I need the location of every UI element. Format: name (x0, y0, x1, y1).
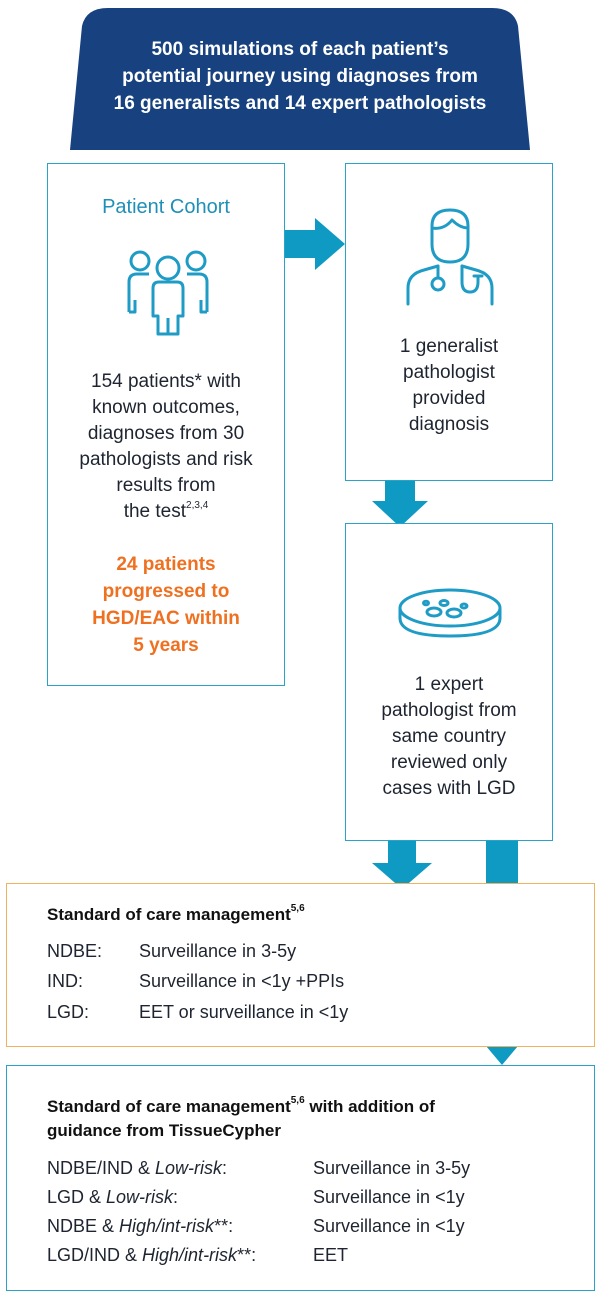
soc-row-label: IND: (47, 971, 83, 991)
label-post: : (222, 1158, 228, 1178)
header-line-2: potential journey using diagnoses from (122, 66, 478, 87)
tc-row-label: NDBE/IND & Low-risk: (47, 1158, 227, 1179)
cohort-desc-test: the test (123, 501, 187, 522)
cohort-title: Patient Cohort (102, 196, 230, 218)
soc-refs: 5,6 (290, 903, 305, 915)
cohort-description: 154 patients* with known outcomes, diagn… (48, 369, 284, 525)
tc-row-label: LGD & Low-risk: (47, 1187, 178, 1208)
label-pre: NDBE & (47, 1216, 120, 1236)
label-risk: Low-risk (155, 1158, 223, 1178)
tc-row-value: Surveillance in <1y (313, 1187, 465, 1207)
arrow-down (372, 841, 432, 889)
tc-refs: 5,6 (290, 1095, 305, 1107)
label-risk: Low-risk (106, 1187, 174, 1207)
soc-row-value: Surveillance in 3-5y (139, 941, 297, 961)
soc-row-value: EET or surveillance in <1y (139, 1002, 349, 1022)
tissuecypher-guidance-box: Standard of care management5,6 with addi… (6, 1065, 595, 1291)
standard-of-care-box: Standard of care management5,6 NDBE: Sur… (6, 883, 595, 1047)
cohort-desc-last: the test2,3,4 (48, 499, 284, 525)
generalist-line: diagnosis (408, 414, 490, 435)
cohort-desc-line: known outcomes, (92, 397, 240, 418)
expert-line: same country (391, 726, 507, 747)
header-title: 500 simulations of each patient’s potent… (90, 36, 510, 117)
generalist-line: provided (412, 388, 486, 409)
arrow-down (372, 481, 428, 527)
patient-cohort-box: Patient Cohort 154 patients* with known … (47, 163, 285, 686)
cohort-progression: 24 patients progressed to HGD/EAC within… (48, 551, 284, 659)
label-post: **: (237, 1245, 257, 1265)
expert-line: 1 expert (414, 674, 484, 695)
tc-title: Standard of care management5,6 with addi… (47, 1095, 435, 1117)
expert-box: 1 expert pathologist from same country r… (345, 523, 553, 841)
cohort-desc-line: pathologists and risk (79, 449, 253, 470)
cohort-refs: 2,3,4 (186, 499, 209, 511)
expert-line: pathologist from (381, 700, 517, 721)
progress-line: progressed to (102, 581, 230, 602)
tc-row-value: Surveillance in <1y (313, 1216, 465, 1236)
petri-dish-icon (398, 588, 502, 638)
generalist-text: 1 generalist pathologist provided diagno… (346, 334, 552, 438)
arrow-right (285, 218, 345, 270)
header-banner (70, 8, 530, 150)
expert-line: reviewed only (390, 752, 508, 773)
label-post: **: (214, 1216, 234, 1236)
generalist-line: pathologist (403, 362, 495, 383)
label-risk: High/int-risk (119, 1216, 215, 1236)
expert-text: 1 expert pathologist from same country r… (346, 672, 552, 802)
generalist-box: 1 generalist pathologist provided diagno… (345, 163, 553, 481)
tc-title-b: with addition of (304, 1097, 435, 1116)
label-pre: NDBE/IND & (47, 1158, 156, 1178)
progress-line: 5 years (133, 635, 199, 656)
label-pre: LGD/IND & (47, 1245, 143, 1265)
cohort-desc-line: results from (116, 475, 216, 496)
tc-row-value: Surveillance in 3-5y (313, 1158, 471, 1178)
soc-row-value: Surveillance in <1y +PPIs (139, 971, 345, 991)
tc-title-a: Standard of care management (47, 1097, 291, 1116)
soc-row-label: LGD: (47, 1002, 90, 1022)
header-line-1: 500 simulations of each patient’s (151, 39, 449, 60)
generalist-line: 1 generalist (399, 336, 499, 357)
cohort-desc-line: diagnoses from 30 (87, 423, 245, 444)
progress-line: 24 patients (116, 554, 216, 575)
soc-row-label: NDBE: (47, 941, 103, 961)
label-pre: LGD & (47, 1187, 107, 1207)
expert-line: cases with LGD (382, 778, 516, 799)
soc-title-text: Standard of care management (47, 905, 291, 924)
doctor-icon (406, 208, 494, 306)
people-group-icon (127, 250, 209, 336)
soc-title: Standard of care management5,6 (47, 903, 305, 925)
header-line-3: 16 generalists and 14 expert pathologist… (113, 93, 487, 114)
tc-row-label: LGD/IND & High/int-risk**: (47, 1245, 256, 1266)
tc-title-line2: guidance from TissueCypher (47, 1121, 281, 1140)
label-risk: High/int-risk (142, 1245, 238, 1265)
tc-row-label: NDBE & High/int-risk**: (47, 1216, 233, 1237)
progress-line: HGD/EAC within (92, 608, 240, 629)
tc-row-value: EET (313, 1245, 349, 1265)
label-post: : (173, 1187, 179, 1207)
cohort-desc-line: 154 patients* with (91, 371, 241, 392)
